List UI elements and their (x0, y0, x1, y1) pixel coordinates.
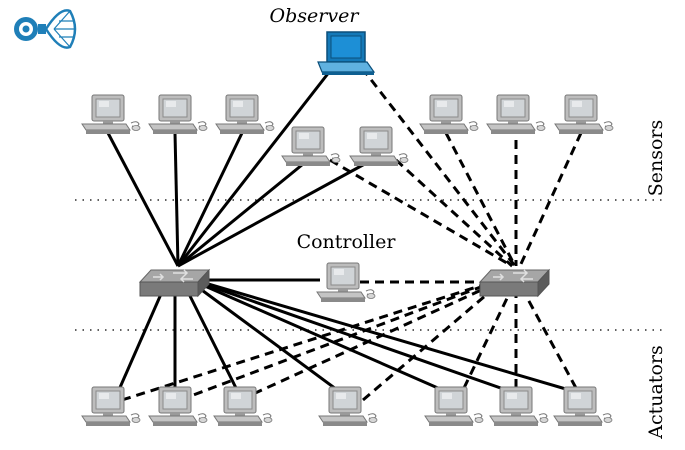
actuator-pc-icon (318, 386, 378, 427)
observer-laptop-icon (317, 31, 376, 75)
actuator-pc-icon (213, 386, 273, 427)
actuator-pc-icon (81, 386, 141, 427)
sensors-label: Sensors (645, 120, 667, 197)
left-switch-icon (139, 269, 210, 297)
sensor-pc-icon (419, 94, 479, 135)
sensor-pc-icon (148, 94, 208, 135)
actuator-pc-icon (424, 386, 484, 427)
institution-logo-icon (14, 9, 77, 49)
controller-label: Controller (297, 231, 397, 253)
sensor-pc-icon (349, 126, 409, 167)
actuator-pc-icon (553, 386, 613, 427)
right-switch-icon (479, 269, 550, 297)
dashed-links (121, 67, 583, 402)
observer-label: Observer (270, 5, 361, 27)
solid-links (106, 61, 577, 394)
sensor-pc-icon (486, 94, 546, 135)
sensor-pc-icon (554, 94, 614, 135)
sensor-pc-icon (81, 94, 141, 135)
actuators-label: Actuators (645, 345, 667, 439)
actuator-pc-icon (489, 386, 549, 427)
sensor-pc-icon (215, 94, 275, 135)
